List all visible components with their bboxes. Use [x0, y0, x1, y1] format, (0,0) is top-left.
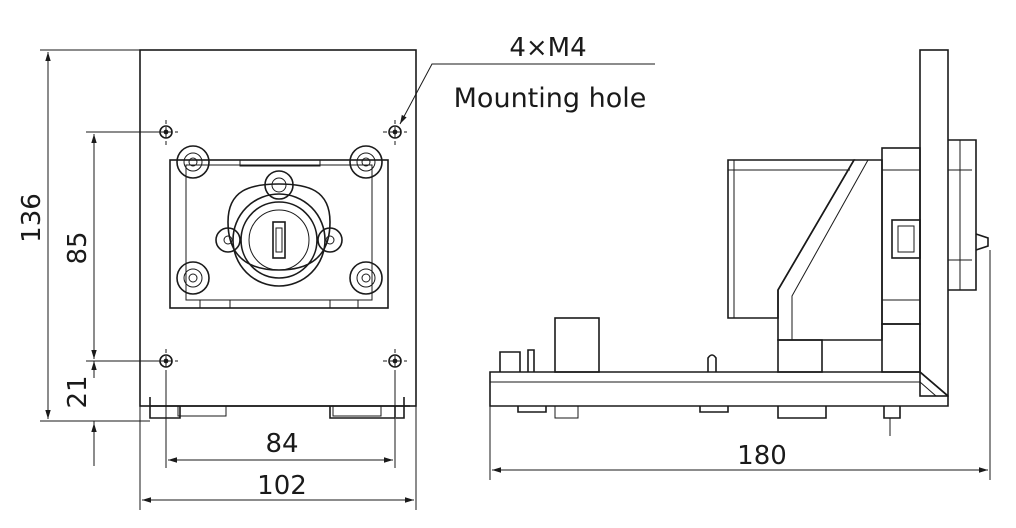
dim-hole-offset-bottom: 21 — [63, 361, 97, 466]
svg-text:102: 102 — [257, 471, 307, 501]
front-base-feet — [149, 397, 410, 419]
front-view: 4×M4 Mounting hole 136 85 21 84 — [17, 33, 655, 510]
side-base-plate — [489, 371, 949, 407]
dim-overall-height: 136 — [17, 49, 150, 422]
svg-text:84: 84 — [265, 429, 298, 459]
svg-text:85: 85 — [63, 231, 93, 264]
pump-head-front — [169, 145, 389, 309]
dim-hole-spacing-vertical: 85 — [63, 131, 160, 362]
side-view: 180 — [489, 49, 991, 480]
hole-callout-leader — [399, 63, 655, 125]
dim-hole-spacing-horizontal: 84 — [165, 374, 396, 468]
side-motor — [727, 159, 856, 319]
dim-overall-width: 102 — [139, 406, 417, 510]
svg-text:21: 21 — [63, 375, 93, 408]
side-pump-head — [948, 139, 977, 291]
svg-text:136: 136 — [17, 193, 47, 243]
dim-overall-length: 180 — [492, 441, 988, 473]
side-bracket — [777, 159, 883, 341]
mounting-holes — [159, 125, 402, 368]
side-inlet-block — [554, 317, 600, 373]
hole-count-spec: 4×M4 — [509, 33, 586, 63]
svg-text:180: 180 — [737, 441, 787, 471]
hole-description: Mounting hole — [454, 83, 647, 114]
side-mounting-plate — [919, 49, 949, 397]
